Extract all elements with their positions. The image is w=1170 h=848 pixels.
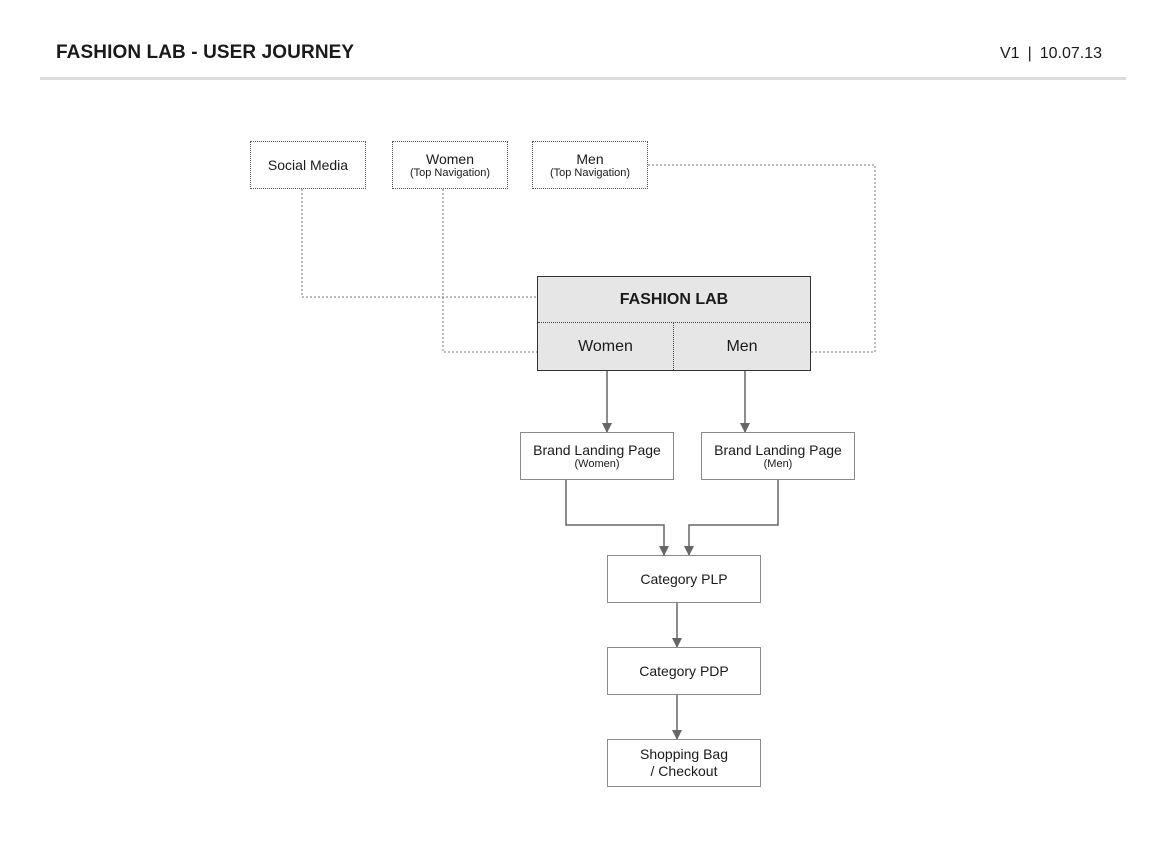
- brand-landing-men-sub: (Men): [763, 457, 793, 470]
- connector-social-to-hub: [301, 189, 556, 302]
- brand-landing-men-label: Brand Landing Page: [714, 441, 842, 458]
- version-label: V1: [999, 45, 1020, 62]
- category-plp-label: Category PLP: [640, 571, 728, 587]
- version-separator: |: [1027, 45, 1032, 62]
- date-label: 10.07.13: [1039, 45, 1102, 62]
- entry-women-top-nav: Women (Top Navigation): [392, 141, 508, 189]
- connector-brand-men-to-plp: [684, 480, 779, 556]
- category-pdp-label: Category PDP: [639, 663, 729, 679]
- category-plp: Category PLP: [607, 555, 761, 603]
- entry-women-sub: (Top Navigation): [409, 166, 491, 179]
- connector-men-to-hub: [648, 164, 876, 357]
- brand-landing-women-sub: (Women): [574, 457, 620, 470]
- entry-men-top-nav: Men (Top Navigation): [532, 141, 648, 189]
- entry-men-sub: (Top Navigation): [549, 166, 631, 179]
- entry-social-media: Social Media: [250, 141, 366, 189]
- connector-brand-women-to-plp: [565, 480, 669, 556]
- brand-landing-women-label: Brand Landing Page: [533, 441, 661, 458]
- entry-women-label: Women: [426, 150, 474, 167]
- entry-men-label: Men: [576, 150, 604, 167]
- category-pdp: Category PDP: [607, 647, 761, 695]
- hub-title: FASHION LAB: [538, 277, 810, 323]
- entry-social-media-label: Social Media: [267, 157, 349, 173]
- shopping-bag-checkout-label: Shopping Bag / Checkout: [640, 746, 728, 779]
- connector-women-to-hub: [442, 189, 566, 357]
- header-divider: [40, 77, 1126, 80]
- brand-landing-men: Brand Landing Page (Men): [701, 432, 855, 480]
- brand-landing-women: Brand Landing Page (Women): [520, 432, 674, 480]
- hub-women-section: Women: [538, 323, 674, 370]
- page-title: FASHION LAB - USER JOURNEY: [56, 42, 355, 63]
- shopping-bag-checkout: Shopping Bag / Checkout: [607, 739, 761, 787]
- version-date: V1 | 10.07.13: [1000, 45, 1102, 63]
- fashion-lab-hub: FASHION LAB Women Men: [537, 276, 811, 371]
- hub-men-section: Men: [726, 337, 758, 355]
